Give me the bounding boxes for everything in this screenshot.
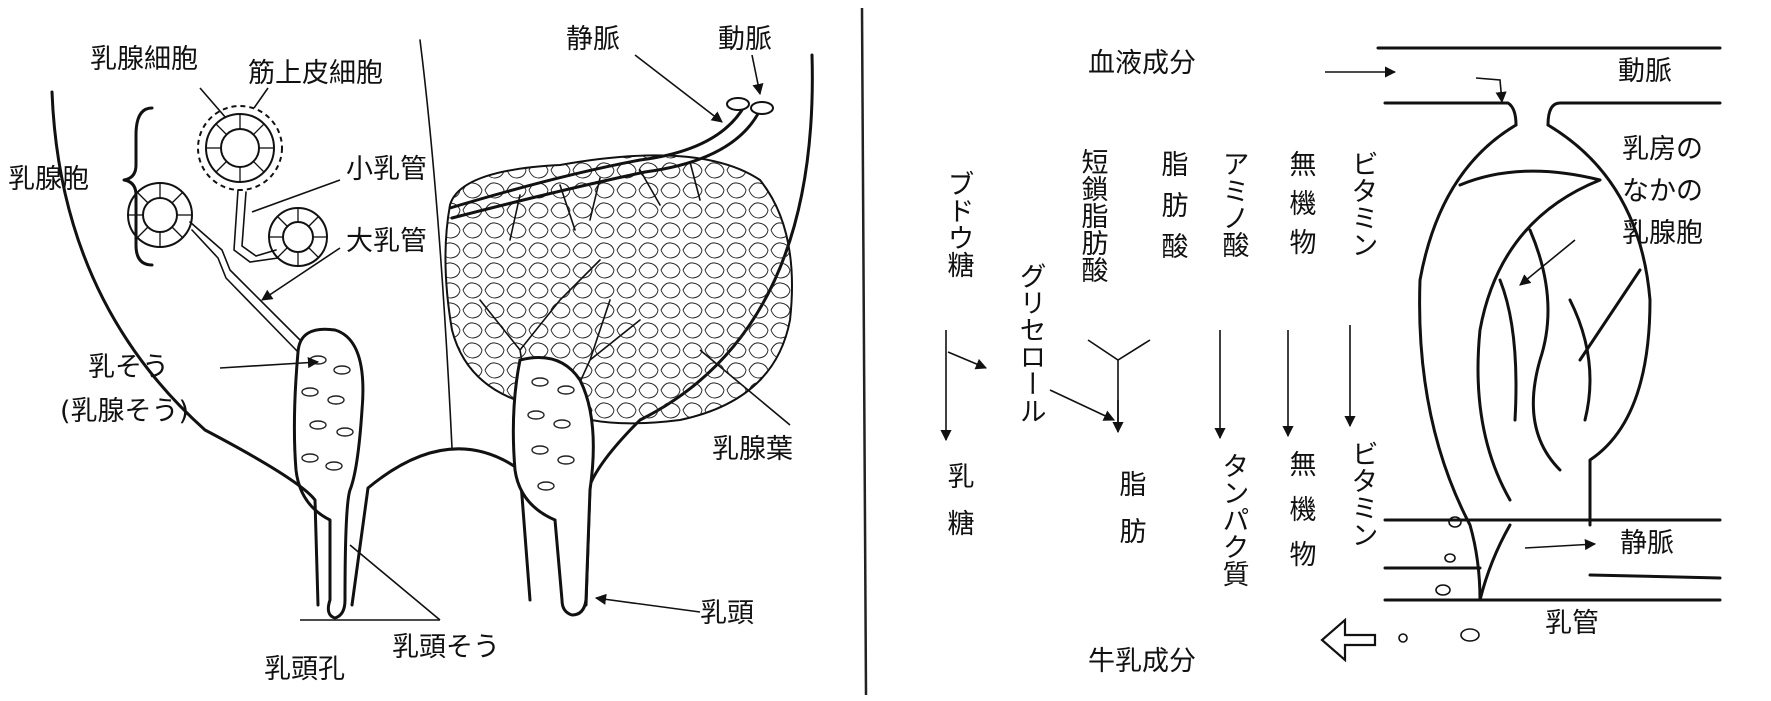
label-vein-right: 静脈: [1620, 528, 1674, 559]
duct-system: [189, 189, 301, 353]
alveolus-left: [127, 182, 193, 248]
gland-cistern: [292, 327, 365, 620]
right-panel: 血液成分 牛乳成分 ブドウ糖 乳糖 グリセロール 短鎖脂肪酸 脂肪酸 脂肪 アミ…: [940, 46, 1722, 677]
label-artery-right: 動脈: [1618, 56, 1672, 87]
artery-vessel: [448, 103, 747, 210]
column-fatty-acid: 脂肪酸: [1157, 150, 1189, 273]
label-alveolus-right-3: 乳腺胞: [1622, 218, 1703, 249]
label-myoepithelial-cell: 筋上皮細胞: [248, 58, 383, 89]
column-vitamins-in: ビタミン: [1347, 150, 1378, 258]
alveolus-network: [1320, 46, 1722, 663]
label-alveolus-right-2: なかの: [1622, 176, 1703, 207]
column-minerals-in: 無機物: [1285, 150, 1317, 267]
label-milk-duct: 乳管: [1545, 608, 1599, 639]
column-protein: タンパク質: [1218, 452, 1249, 587]
column-lactose: 乳糖: [943, 462, 975, 556]
panel-divider: [860, 7, 868, 696]
label-alveolus: 乳腺胞: [8, 164, 89, 195]
blood-components-title: 血液成分: [1088, 48, 1196, 79]
label-teat: 乳頭: [700, 598, 754, 629]
column-glucose: ブドウ糖: [943, 170, 975, 278]
label-alveolus-right-1: 乳房の: [1622, 134, 1703, 165]
gland-cistern-right: [511, 356, 595, 617]
column-vitamins-out: ビタミン: [1347, 440, 1378, 548]
column-short-chain-fatty-acid: 短鎖脂肪酸: [1077, 148, 1109, 283]
alveolus-right: [268, 207, 328, 267]
label-large-duct: 大乳管: [346, 226, 427, 257]
vein-vessel: [450, 108, 762, 220]
column-fat: 脂肪: [1115, 470, 1147, 564]
label-sinus: 乳そう: [88, 352, 169, 383]
label-teat-cistern: 乳頭そう: [392, 632, 500, 663]
label-artery: 動脈: [718, 24, 772, 55]
conversion-arrows: [940, 325, 1356, 442]
label-sinus-alt: (乳腺そう): [60, 396, 189, 427]
label-alveolar-cell: 乳腺細胞: [90, 44, 198, 75]
milk-components-title: 牛乳成分: [1088, 646, 1196, 677]
column-amino-acid: アミノ酸: [1218, 150, 1249, 258]
alveolus-bracket: [122, 106, 154, 267]
leader-lines: [199, 54, 791, 621]
intermammary-groove: [350, 447, 532, 607]
alveolus-top: [197, 105, 283, 191]
udder-septum: [419, 39, 453, 449]
left-panel: 乳腺細胞 筋上皮細胞 乳腺胞 小乳管 大乳管 乳そう (乳腺そう) 静脈 動脈 …: [8, 24, 814, 685]
label-small-duct: 小乳管: [346, 154, 427, 185]
label-teat-orifice: 乳頭孔: [264, 654, 345, 685]
gland-lobe: [444, 97, 793, 471]
label-vein: 静脈: [566, 24, 620, 55]
column-glycerol: グリセロール: [1015, 262, 1046, 424]
column-minerals-out: 無機物: [1285, 450, 1317, 585]
label-gland-lobe: 乳腺葉: [712, 434, 793, 465]
udder-outline-left: [50, 90, 320, 607]
